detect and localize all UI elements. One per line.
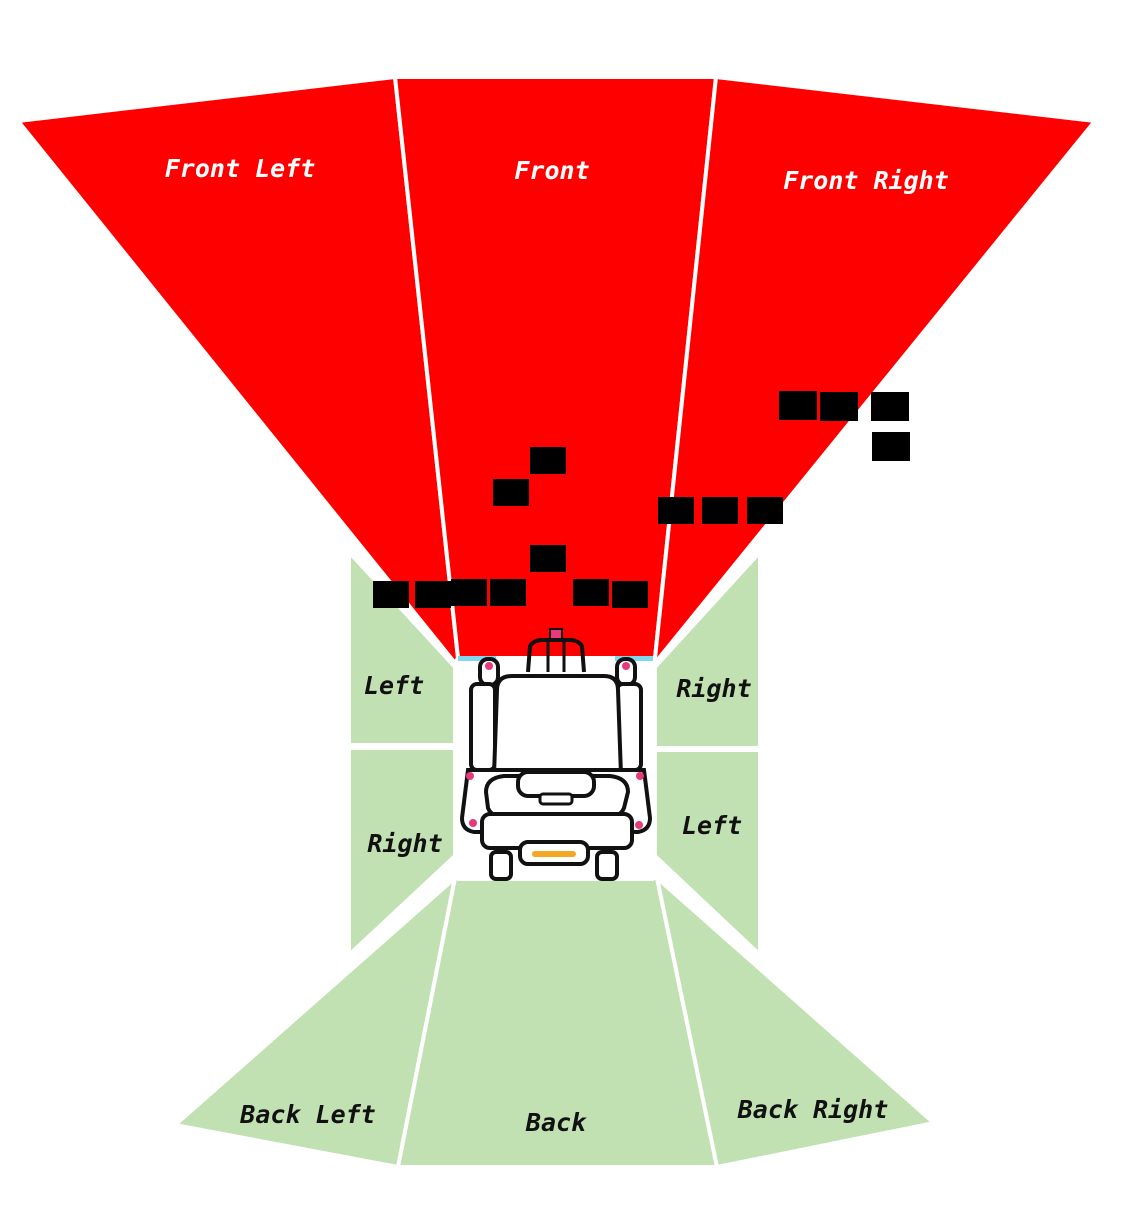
obstacle-block (573, 579, 609, 606)
zone-back-right (653, 872, 939, 1170)
obstacle-block (702, 497, 738, 524)
label-front: Front (514, 156, 589, 185)
obstacle-block (747, 497, 783, 524)
rear-indicator (532, 851, 576, 857)
obstacle-block (530, 447, 566, 474)
obstacle-block (658, 497, 694, 524)
label-right-front: Right (676, 674, 751, 703)
obstacle-block (373, 581, 409, 608)
sensor-glow-left (458, 656, 496, 661)
obstacle-block (493, 479, 529, 506)
label-right-rear: Right (367, 829, 442, 858)
label-left-rear: Left (682, 811, 742, 840)
overhead-guard (526, 638, 586, 673)
obstacle-block (612, 581, 648, 608)
zone-right-rear (347, 746, 457, 960)
obstacle-group (373, 391, 910, 608)
label-back-right: Back Right (737, 1095, 889, 1124)
ride-on-scrubber-icon (457, 628, 654, 881)
label-back-left: Back Left (239, 1100, 375, 1129)
label-back: Back (525, 1108, 587, 1137)
label-front-right: Front Right (783, 166, 949, 195)
zone-front-right (653, 74, 1099, 669)
obstacle-block (530, 545, 566, 572)
zone-left-rear (653, 748, 762, 960)
obstacle-block (451, 579, 487, 606)
label-left-front: Left (364, 671, 424, 700)
obstacle-block (872, 432, 910, 461)
obstacle-block (820, 392, 858, 421)
obstacle-block (871, 392, 909, 421)
sensor-glow-right (615, 656, 653, 661)
obstacle-block (779, 391, 817, 420)
obstacle-block (490, 579, 526, 606)
label-front-left: Front Left (165, 154, 316, 183)
obstacle-block (415, 581, 451, 608)
